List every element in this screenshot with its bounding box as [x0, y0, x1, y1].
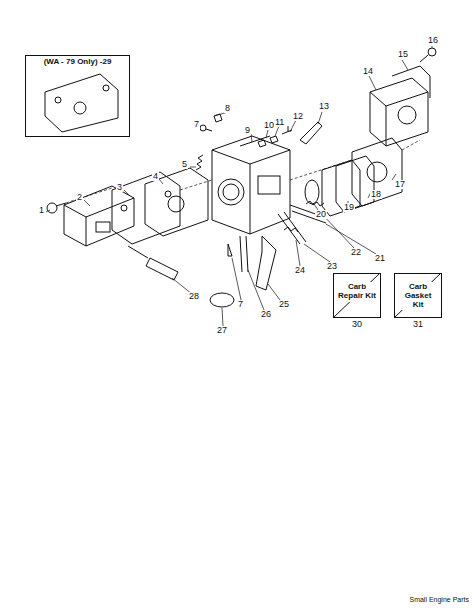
callout-number: 21 — [374, 254, 386, 263]
kit-name: Carb Repair Kit — [337, 282, 377, 302]
callout-number: 9 — [244, 126, 251, 135]
box-heading: (WA - 79 Only) -29 — [28, 58, 127, 67]
footer-note: Small Engine Parts — [408, 596, 470, 603]
callout-number: 30 — [334, 320, 380, 330]
callout-number: 1 — [38, 206, 45, 215]
kit-name: Carb Gasket Kit — [398, 282, 438, 310]
kit-box: Carb Gasket Kit31 — [394, 273, 442, 318]
callout-number: 22 — [350, 248, 362, 257]
callout-number: 28 — [188, 292, 200, 301]
callout-number: 24 — [294, 266, 306, 275]
callout-number: 11 — [274, 118, 285, 127]
callout-number: 26 — [260, 310, 272, 319]
callout-number: 8 — [224, 104, 231, 113]
callout-number: 25 — [278, 300, 290, 309]
kit-box: Carb Repair Kit30 — [333, 273, 381, 318]
callout-number: 14 — [362, 67, 374, 76]
callout-number: 5 — [181, 160, 188, 169]
callout-number: 3 — [116, 183, 123, 192]
callout-number: 18 — [370, 190, 382, 199]
callout-number: 13 — [318, 102, 330, 111]
callout-number: 15 — [397, 50, 409, 59]
callout-number: 7 — [237, 300, 244, 309]
callout-number: 23 — [326, 262, 338, 271]
callout-number: 31 — [395, 320, 441, 330]
callout-number: 7 — [193, 120, 200, 129]
callout-number: 4 — [152, 172, 159, 181]
callout-number: 20 — [315, 210, 327, 219]
callout-number: 17 — [394, 180, 406, 189]
callout-number: 19 — [343, 203, 355, 212]
callout-number: 12 — [292, 112, 304, 121]
variant-part-box: (WA - 79 Only) -29 — [25, 55, 130, 137]
callout-number: 2 — [76, 193, 83, 202]
callout-number: 16 — [427, 36, 439, 45]
callout-number: 27 — [216, 326, 228, 335]
